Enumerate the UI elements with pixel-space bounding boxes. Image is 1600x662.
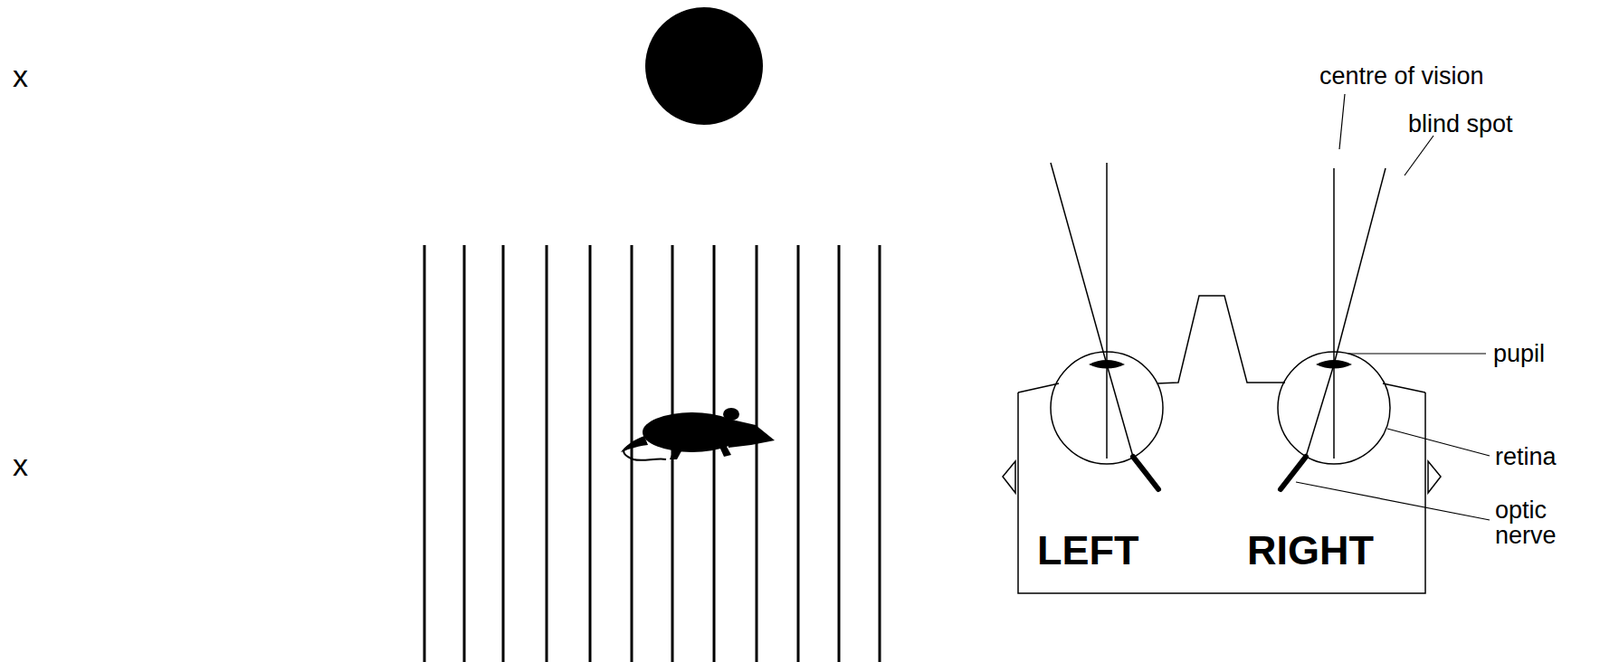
rat-silhouette bbox=[620, 408, 775, 460]
rat-tail bbox=[623, 441, 667, 461]
eye-side-label: RIGHT bbox=[1247, 529, 1374, 572]
pupil-lens bbox=[1088, 360, 1353, 370]
part-label: pupil bbox=[1493, 341, 1545, 367]
part-label: centre of vision bbox=[1319, 63, 1485, 89]
part-label: retina bbox=[1495, 444, 1557, 470]
target-cross: x bbox=[12, 60, 29, 94]
head-outline bbox=[1002, 295, 1441, 594]
eyeball bbox=[1050, 352, 1391, 465]
sight-lines bbox=[1050, 162, 1386, 459]
black-disc bbox=[645, 7, 763, 125]
leader-line bbox=[1295, 94, 1490, 521]
target-cross: x bbox=[12, 449, 29, 483]
vertical-bars bbox=[424, 245, 880, 662]
eye-side-label: LEFT bbox=[1037, 529, 1139, 572]
part-label: blind spot bbox=[1408, 111, 1514, 137]
part-label: optic nerve bbox=[1495, 497, 1591, 550]
optic-nerve-stub bbox=[1133, 457, 1306, 490]
